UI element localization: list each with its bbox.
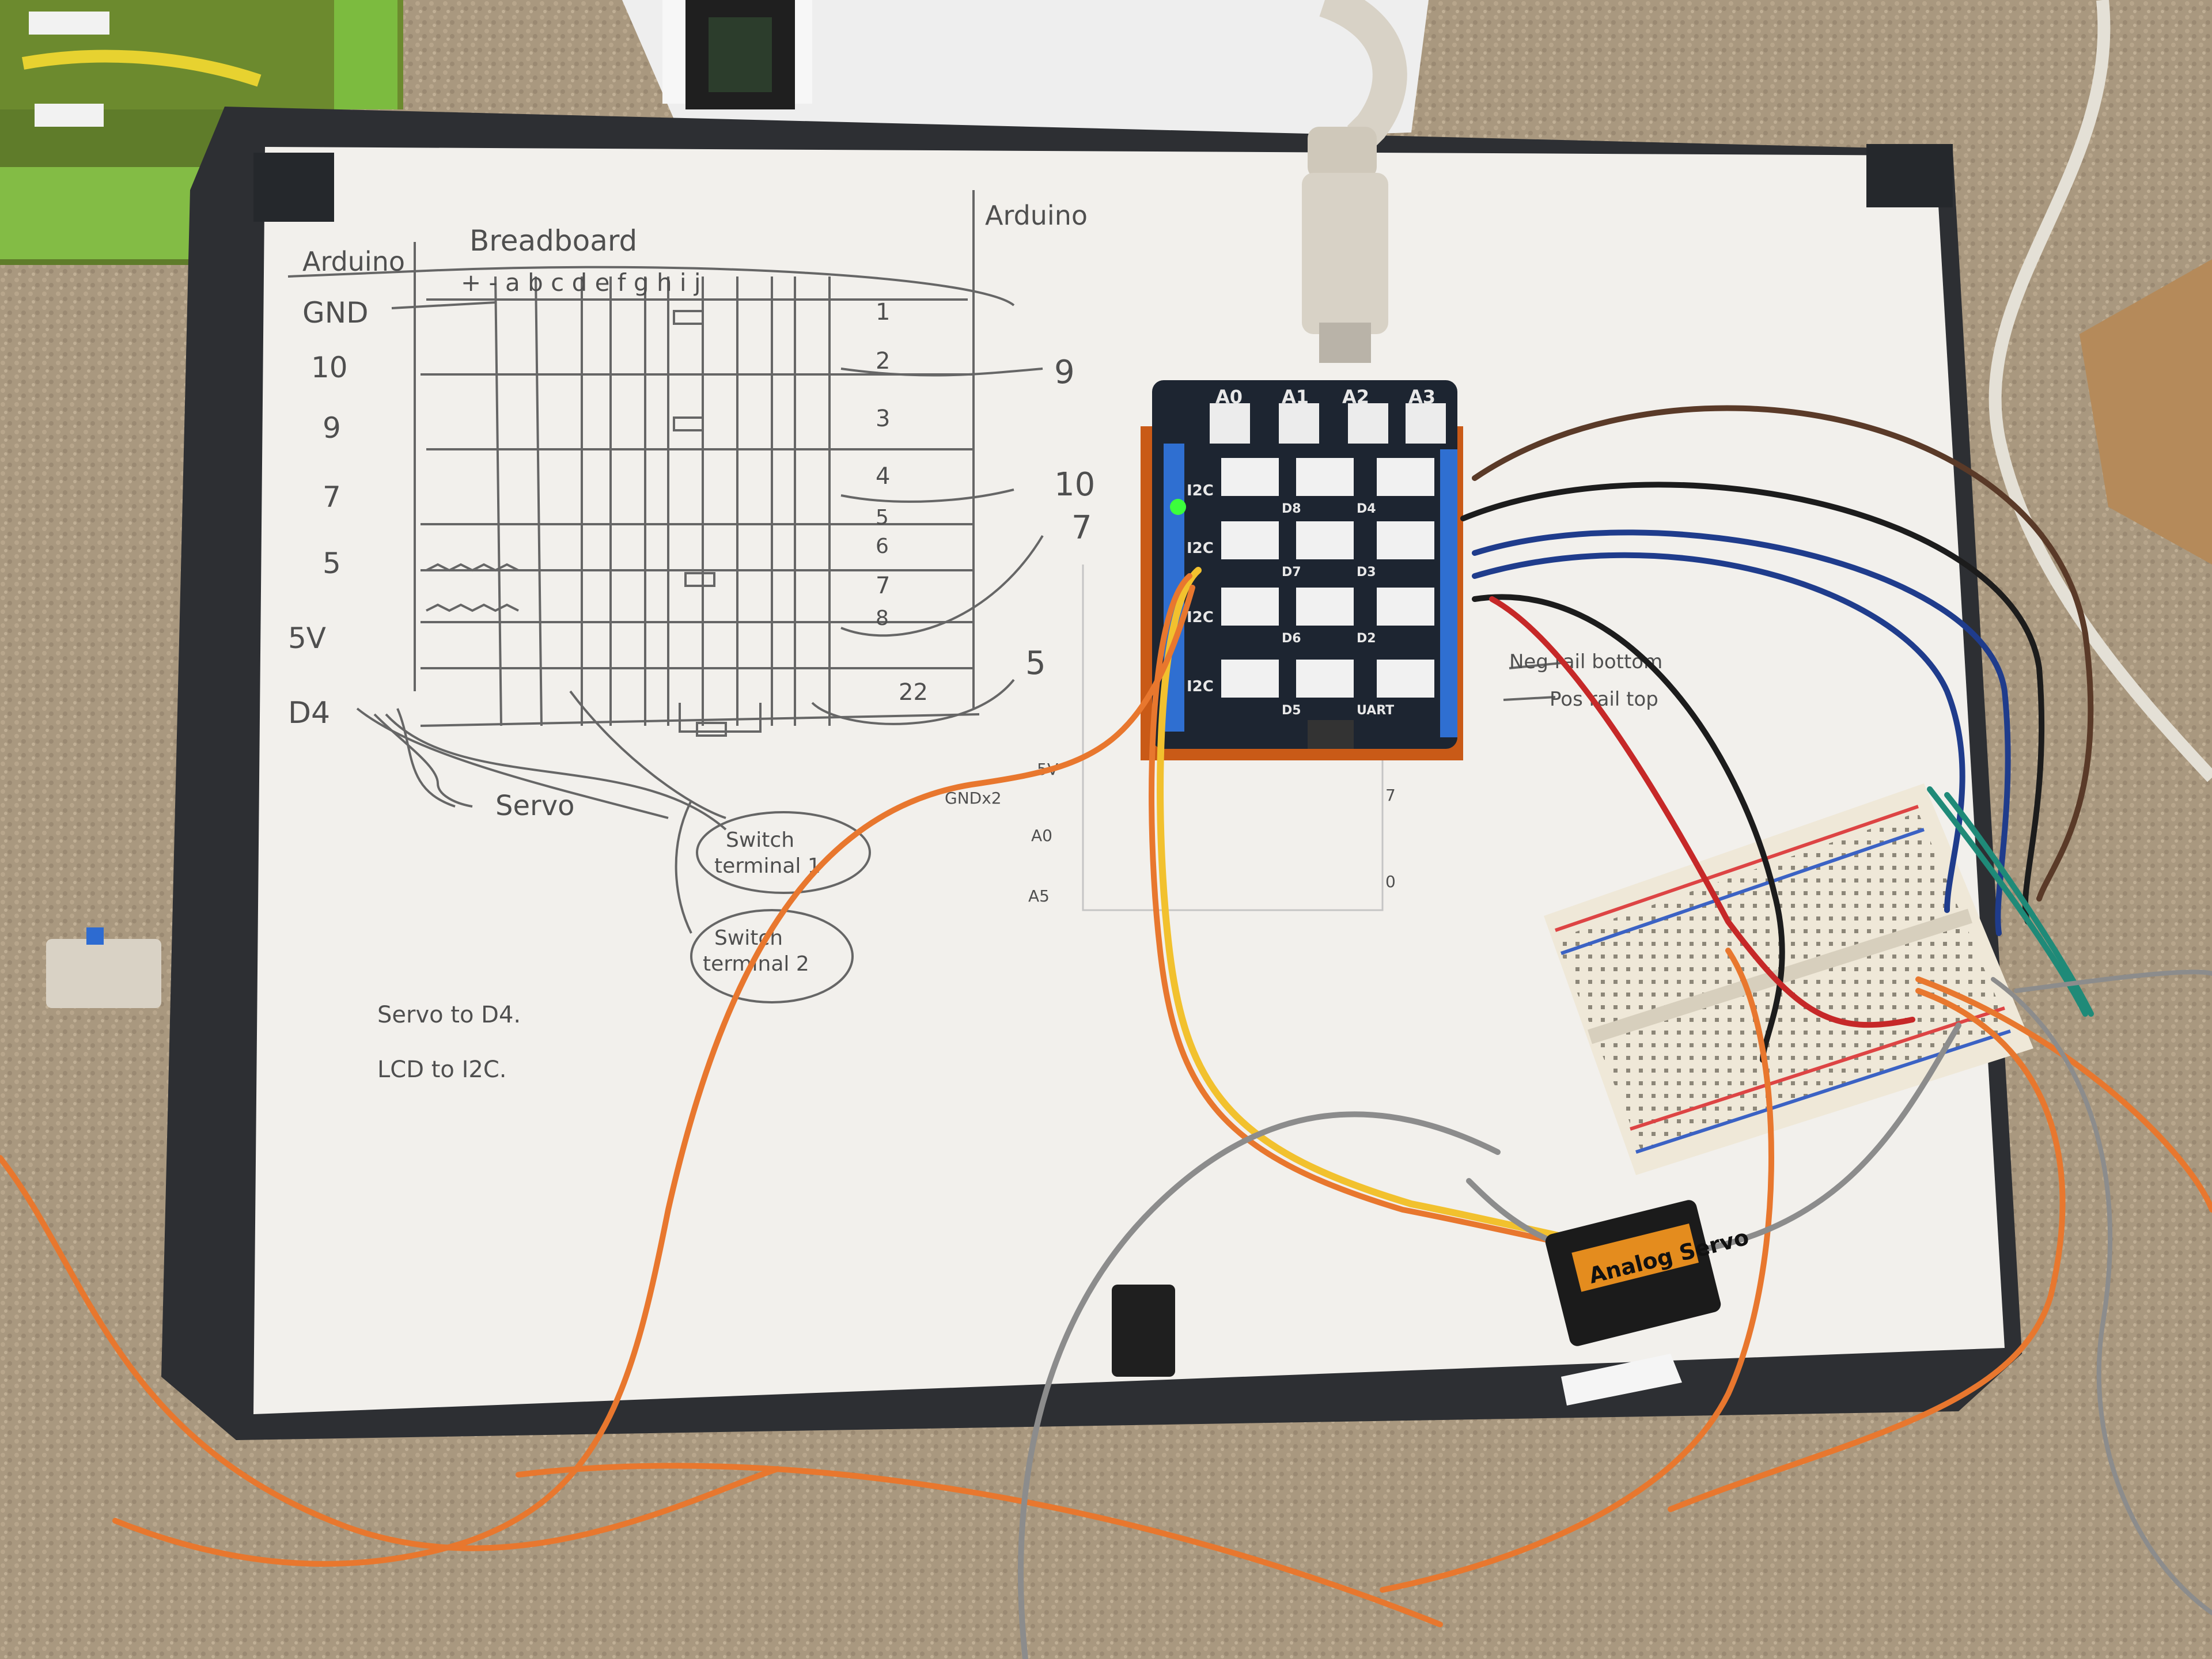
- side-label-i2c-1: I2C: [1187, 482, 1214, 499]
- row-number-1: 1: [876, 299, 890, 325]
- digital-label-d8: D8: [1282, 502, 1301, 516]
- port-label-a0: A0: [1215, 386, 1243, 408]
- right-pin-7: 7: [1071, 509, 1092, 547]
- power-led: [1170, 499, 1186, 515]
- side-label-i2c-3: I2C: [1187, 609, 1214, 626]
- left-pin-10: 10: [311, 351, 348, 384]
- sketch-note-lcd: LCD to I2C.: [377, 1056, 507, 1083]
- row-number-5: 5: [876, 506, 889, 529]
- digital-label-uart: UART: [1357, 703, 1394, 718]
- outline-pin-a5: A5: [1028, 887, 1050, 906]
- sketch-arduino-right: Arduino: [985, 200, 1088, 231]
- sketch-breadboard: Breadboard: [469, 224, 637, 257]
- base-shield: A0 A1 A2 A3 I2C I2C I2C I2C D8 D4 D7 D3 …: [1141, 380, 1463, 760]
- sketch-note-servo: Servo to D4.: [377, 1002, 521, 1028]
- usb-cable: [1302, 0, 1407, 363]
- row-number-6: 6: [876, 535, 889, 558]
- row-number-3: 3: [876, 406, 890, 432]
- tape-right: [1866, 144, 1953, 207]
- analog-servo: Analog Servo: [1545, 1200, 1751, 1406]
- tape-left: [253, 153, 334, 222]
- left-pin-gnd: GND: [302, 296, 369, 329]
- micro-switch: [46, 927, 161, 1008]
- sketch-servo: Servo: [495, 790, 575, 822]
- outline-pin-gnd: GNDx2: [945, 789, 1002, 808]
- paper-sheet: [253, 147, 2005, 1414]
- outline-pin-a0: A0: [1031, 826, 1052, 845]
- sketch-pos-rail: Pos rail top: [1550, 688, 1658, 711]
- side-label-i2c-4: I2C: [1187, 678, 1214, 695]
- right-pin-5: 5: [1025, 645, 1046, 682]
- row-number-22: 22: [899, 679, 928, 706]
- sketch-arduino-left: Arduino: [302, 246, 405, 277]
- digital-label-d4: D4: [1357, 502, 1376, 516]
- binder-clip: [1112, 1285, 1175, 1377]
- hand-drawn-sketch: [287, 190, 1567, 1003]
- left-pin-5v: 5V: [288, 622, 326, 655]
- digital-label-d6: D6: [1282, 631, 1301, 646]
- switch-terminal-1-line1: Switch: [726, 828, 794, 852]
- digital-label-d2: D2: [1357, 631, 1376, 646]
- right-pin-10: 10: [1054, 466, 1095, 503]
- white-box: [622, 0, 1429, 144]
- sketch-d4: D4: [288, 696, 330, 730]
- row-number-8: 8: [876, 607, 889, 630]
- usb-cable-top: [1988, 0, 2212, 782]
- outline-right-7: 7: [1385, 786, 1396, 805]
- digital-label-d3: D3: [1357, 565, 1376, 579]
- right-pin-9: 9: [1054, 354, 1075, 391]
- side-label-i2c-2: I2C: [1187, 540, 1214, 557]
- port-label-a1: A1: [1282, 386, 1309, 408]
- switch-terminal-1-line2: terminal 1: [714, 854, 821, 878]
- row-number-7: 7: [876, 573, 890, 599]
- cardboard-box: [2080, 259, 2212, 565]
- outline-right-0: 0: [1385, 872, 1396, 891]
- row-number-4: 4: [876, 463, 890, 490]
- port-label-a3: A3: [1408, 386, 1435, 408]
- left-pin-5: 5: [323, 547, 341, 580]
- port-label-a2: A2: [1342, 386, 1369, 408]
- sketch-bb-columns: + - a b c d e f g h i j: [461, 268, 701, 297]
- digital-label-d7: D7: [1282, 565, 1301, 579]
- wires: [0, 405, 2212, 1659]
- digital-label-d5: D5: [1282, 703, 1301, 718]
- left-pin-7: 7: [323, 480, 341, 514]
- row-number-2: 2: [876, 348, 890, 374]
- left-pin-9: 9: [323, 411, 341, 445]
